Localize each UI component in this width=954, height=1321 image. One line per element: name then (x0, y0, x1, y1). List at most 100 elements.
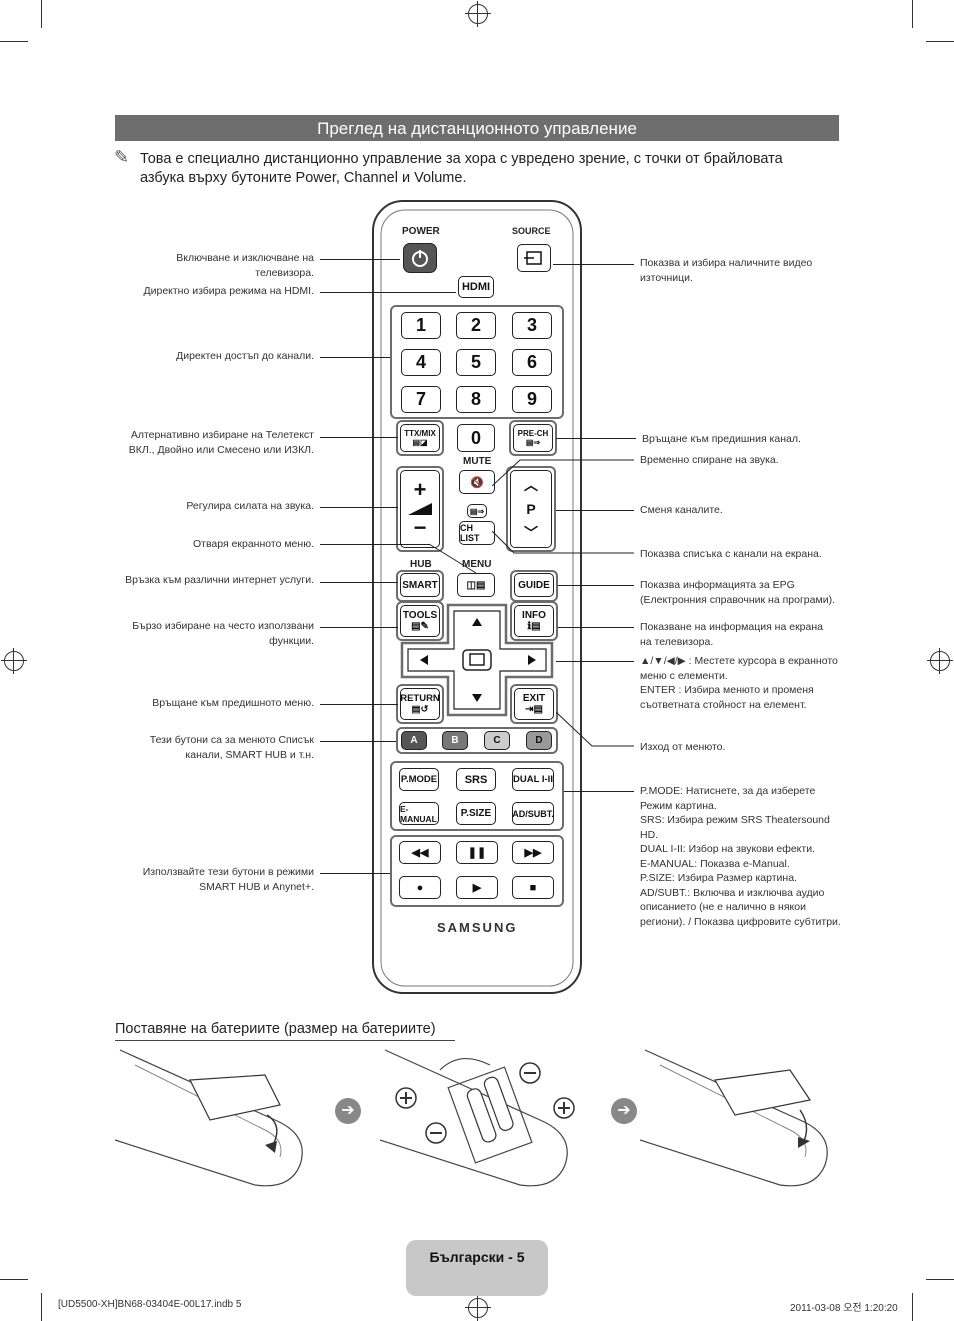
ttx-mix-button[interactable]: TTX/MIX▤◪ (400, 424, 440, 452)
label-menu: Отваря екранното меню. (192, 538, 314, 550)
digit-0-button[interactable]: 0 (457, 424, 495, 452)
mute-caption: MUTE (463, 456, 492, 467)
ad-subt-button[interactable]: AD/SUBT. (512, 802, 554, 825)
leader-line (556, 712, 634, 747)
section-title-bar: Преглед на дистанционното управление (115, 115, 839, 141)
menu-button[interactable]: ◫▤ (457, 573, 495, 597)
ch-list-button[interactable]: CH LIST (459, 521, 495, 545)
channel-up-icon[interactable]: ︿ (524, 477, 538, 493)
down-arrow-icon[interactable] (472, 694, 482, 702)
label-ttx: Алтернативно избиране на Телетекст ВКЛ.,… (128, 429, 314, 456)
function-buttons-group (390, 761, 564, 831)
e-manual-button[interactable]: E-MANUAL (399, 802, 439, 825)
button-d[interactable]: D (526, 731, 552, 750)
digit-4-button[interactable]: 4 (401, 349, 441, 376)
digit-6-button[interactable]: 6 (512, 349, 552, 376)
menu-caption: MENU (462, 559, 492, 570)
label-channel: Сменя каналите. (640, 504, 723, 516)
exit-label: EXIT (522, 693, 546, 704)
print-slug-right: 2011-03-08 오전 1:20:20 (790, 1303, 898, 1314)
button-a[interactable]: A (401, 731, 427, 750)
crop-mark (912, 1293, 913, 1321)
return-label: RETURN (400, 693, 440, 704)
exit-button[interactable]: EXIT⇥▤ (514, 688, 554, 720)
srs-button[interactable]: SRS (456, 768, 496, 791)
crop-mark (0, 1279, 28, 1280)
digit-9-button[interactable]: 9 (512, 386, 552, 413)
leader-line (553, 264, 634, 265)
digit-5-button[interactable]: 5 (456, 349, 496, 376)
power-button[interactable] (403, 243, 437, 273)
play-icon: ▶ (472, 882, 482, 894)
crop-mark (912, 0, 913, 28)
up-arrow-icon[interactable] (472, 618, 482, 626)
volume-group (396, 466, 444, 552)
volume-down-icon[interactable]: − (413, 515, 427, 540)
leader-line (320, 741, 396, 742)
volume-up-icon[interactable]: + (413, 477, 427, 502)
return-button[interactable]: RETURN▤↺ (400, 688, 440, 720)
exit-icon: ⇥▤ (525, 704, 543, 715)
label-mute: Временно спиране на звука. (640, 454, 779, 466)
left-arrow-icon[interactable] (420, 655, 428, 665)
channel-rocker[interactable]: ︿ P ﹀ (510, 470, 552, 548)
label-power: Включване и изключване на телевизора. (176, 252, 314, 279)
ttx-group (396, 420, 444, 456)
number-pad-group (390, 305, 564, 419)
digit-3-button[interactable]: 3 (512, 312, 552, 339)
pre-ch-label: PRE-CH (517, 429, 549, 438)
label-tools: Бързо избиране на често използвани функц… (132, 620, 314, 647)
digit-2-button[interactable]: 2 (456, 312, 496, 339)
p-mode-button[interactable]: P.MODE (399, 768, 439, 791)
label-source: Показва и избира наличните видео източни… (640, 257, 813, 284)
stop-button[interactable]: ■ (512, 876, 554, 899)
guide-button[interactable]: GUIDE (514, 573, 554, 597)
smart-button[interactable]: SMART (400, 573, 440, 597)
channel-down-icon[interactable]: ﹀ (524, 525, 538, 541)
crop-mark (0, 41, 28, 42)
label-arrows: ▲/▼/◀/▶ : Местете курсора в екранното ме… (640, 655, 838, 682)
digit-7-button[interactable]: 7 (401, 386, 441, 413)
color-buttons-group (396, 727, 558, 754)
print-slug-left: [UD5500-XH]BN68-03404E-00L17.indb 5 (58, 1299, 242, 1310)
hdmi-button[interactable]: HDMI (458, 276, 494, 298)
channel-p-label: P (526, 501, 536, 517)
media-buttons-group (390, 835, 564, 907)
fast-forward-button[interactable]: ▶▶ (512, 841, 554, 864)
pre-ch-button[interactable]: PRE-CH▤⇒ (513, 424, 553, 452)
p-size-button[interactable]: P.SIZE (456, 802, 496, 825)
label-hdmi: Директно избира режима на HDMI. (143, 285, 315, 297)
label-digits: Директен достъп до канали. (176, 350, 314, 362)
page-number: Български - 5 (429, 1249, 525, 1265)
source-button[interactable] (517, 244, 551, 272)
leader-line (492, 531, 634, 554)
crop-mark (926, 1279, 954, 1280)
rewind-icon: ◀◀ (411, 847, 429, 859)
button-b[interactable]: B (442, 731, 468, 750)
return-icon: ▤↺ (411, 704, 429, 715)
label-volume: Регулира силата на звука. (186, 500, 314, 512)
pause-button[interactable]: ❚❚ (456, 841, 498, 864)
source-icon (524, 251, 542, 265)
dual-button[interactable]: DUAL I-II (512, 768, 554, 791)
mute-button[interactable]: 🔇 (459, 470, 495, 494)
volume-rocker[interactable]: + − (400, 470, 440, 548)
registration-mark-icon (465, 1295, 491, 1321)
label-smart: Връзка към различни интернет услуги. (125, 574, 314, 586)
leader-line (558, 585, 634, 586)
rewind-button[interactable]: ◀◀ (399, 841, 441, 864)
play-button[interactable]: ▶ (456, 876, 498, 899)
digit-8-button[interactable]: 8 (456, 386, 496, 413)
button-c[interactable]: C (484, 731, 510, 750)
crop-mark (41, 1293, 42, 1321)
right-arrow-icon[interactable] (528, 655, 536, 665)
source-caption: SOURCE (512, 226, 551, 236)
enter-button[interactable] (462, 649, 492, 671)
record-button[interactable]: ● (399, 876, 441, 899)
ttx-mix-label: TTX/MIX (404, 429, 436, 438)
tools-label: TOOLS (402, 610, 438, 621)
digit-1-button[interactable]: 1 (401, 312, 441, 339)
label-chlist: Показва списъка с канали на екрана. (640, 548, 822, 560)
tools-button[interactable]: TOOLS▤✎ (400, 605, 440, 637)
